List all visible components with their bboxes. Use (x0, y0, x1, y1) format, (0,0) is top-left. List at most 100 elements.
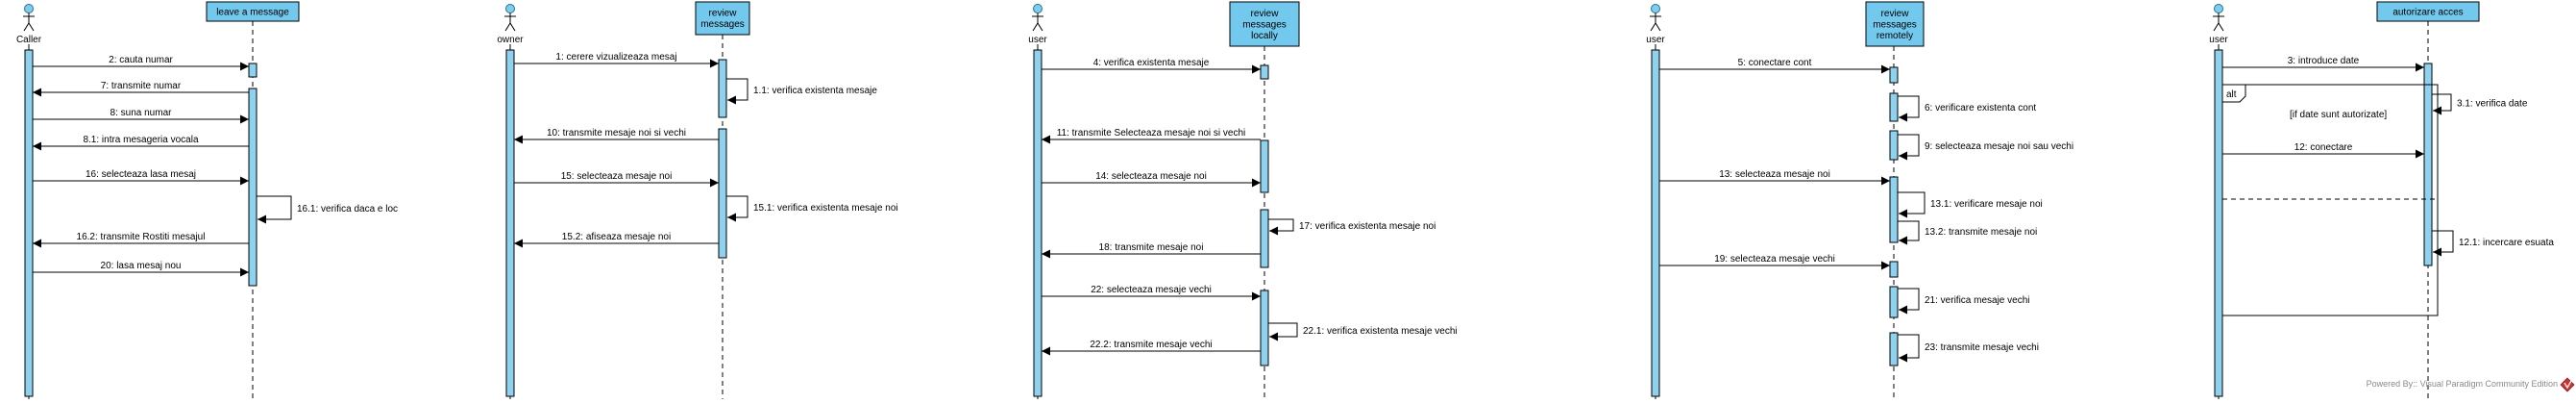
self-message-arrow (1898, 191, 1926, 218)
actor-leg-icon (23, 22, 30, 32)
activation-bar (248, 63, 258, 78)
message-label: 18: transmite mesaje noi (1099, 242, 1204, 253)
message-label: 6: verificare existenta cont (1925, 103, 2036, 114)
activation-bar (2423, 63, 2433, 266)
message-label: 22.1: verifica existenta mesaje vechi (1303, 326, 1458, 337)
message-label: 10: transmite mesaje noi si vechi (547, 128, 686, 139)
activation-bar (1260, 64, 1269, 80)
activation-bar (1651, 49, 1660, 397)
powered-by-text: Powered By:: Visual Paradigm Community E… (2367, 379, 2558, 389)
self-message-arrow (726, 195, 748, 222)
self-message-arrow (257, 195, 292, 224)
message-label: 17: verifica existenta mesaje noi (1299, 221, 1435, 232)
activation-bar (1260, 139, 1269, 193)
alt-fragment-frame (2221, 84, 2439, 316)
self-message-arrow (1268, 322, 1298, 341)
message-label: 7: transmite numar (101, 81, 182, 91)
activation-bar (1889, 332, 1899, 366)
message-label: 1: cerere vizualizeaza mesaj (555, 52, 676, 63)
logo-check-icon (2564, 380, 2572, 390)
message-label: 21: verifica mesaje vechi (1925, 295, 2030, 306)
actor-name: Caller (16, 35, 42, 45)
self-message-arrow (1898, 95, 1920, 122)
self-message-arrow (1268, 218, 1294, 236)
actor-head-icon (24, 4, 34, 13)
lifeline-name: remotely (1877, 31, 1913, 41)
activation-bar (505, 49, 515, 397)
actor-name: user (1646, 35, 1665, 45)
message-label: 20: lasa mesaj nou (101, 261, 182, 271)
message-label: 2: cauta numar (109, 55, 173, 65)
message-label: 12: conectare (2294, 142, 2353, 153)
activation-bar (248, 88, 258, 287)
activation-bar (1889, 66, 1899, 84)
message-label: 16.1: verifica daca e loc (297, 204, 398, 215)
activation-bar (1889, 130, 1899, 161)
footer: Powered By:: Visual Paradigm Community E… (2367, 377, 2575, 392)
lifeline-name: locally (1251, 31, 1278, 41)
activation-bar (1260, 290, 1269, 366)
lifeline-name: leave a message (216, 7, 289, 17)
actor-head-icon (1033, 4, 1043, 13)
message-label: 5: conectare cont (1738, 58, 1812, 68)
lifeline-name: review (709, 9, 738, 19)
lifeline-box (695, 1, 750, 36)
activation-bar (1889, 176, 1899, 243)
message-label: 22: selecteaza mesaje vechi (1091, 285, 1212, 295)
lifeline-name: messages (1242, 19, 1287, 30)
message-label: 3.1: verifica date (2457, 99, 2528, 110)
message-label: 15: selecteaza mesaje noi (561, 171, 673, 182)
self-message-arrow (1898, 288, 1920, 315)
message-label: 1.1: verifica existenta mesaje (753, 86, 877, 96)
message-label: 15.1: verifica existenta mesaje noi (753, 203, 898, 214)
lifeline-name: messages (700, 19, 745, 30)
self-message-arrow (1898, 220, 1920, 245)
self-message-arrow (726, 78, 748, 105)
visual-paradigm-logo-icon (2560, 377, 2575, 392)
message-label: 19: selecteaza mesaje vechi (1714, 254, 1835, 265)
actor-leg-icon (2218, 22, 2224, 32)
message-label: 3: introduce date (2288, 56, 2360, 66)
activation-bar (24, 49, 34, 397)
actor-leg-icon (1650, 22, 1656, 32)
actor-leg-icon (28, 22, 35, 32)
message-label: 9: selecteaza mesaje noi sau vechi (1925, 141, 2073, 152)
alt-guard: [if date sunt autorizate] (2290, 110, 2387, 120)
actor-head-icon (505, 4, 515, 13)
actor-leg-icon (1032, 22, 1039, 32)
alt-fragment-tab (2221, 84, 2246, 103)
message-label: 11: transmite Selecteaza mesaje noi si v… (1057, 128, 1246, 139)
alt-label: alt (2226, 89, 2237, 100)
lifeline-box (1229, 1, 1300, 47)
message-label: 4: verifica existenta mesaje (1093, 58, 1210, 68)
actor-name: user (1028, 35, 1047, 45)
lifeline-name: review (1881, 9, 1910, 19)
activation-bar (1260, 209, 1269, 268)
message-label: 13.1: verificare mesaje noi (1930, 199, 2043, 210)
message-label: 15.2: afiseaza mesaje noi (562, 232, 671, 242)
activation-bar (718, 128, 727, 259)
actor-leg-icon (2213, 22, 2220, 32)
activation-bar (2214, 49, 2223, 397)
activation-bar (1889, 261, 1899, 278)
activation-bar (1889, 286, 1899, 318)
actor-head-icon (1651, 4, 1660, 13)
actor-name: user (2209, 35, 2228, 45)
actor-leg-icon (504, 22, 511, 32)
message-label: 23: transmite mesaje vechi (1925, 342, 2039, 353)
activation-bar (1889, 92, 1899, 122)
actor-leg-icon (1655, 22, 1661, 32)
self-message-arrow (2432, 93, 2452, 115)
lifeline-box (1865, 1, 1925, 47)
self-message-arrow (2432, 230, 2454, 257)
message-label: 8.1: intra mesageria vocala (83, 135, 199, 145)
message-label: 14: selecteaza mesaje noi (1095, 171, 1207, 182)
self-message-arrow (1898, 334, 1920, 363)
message-label: 12.1: incercare esuata (2459, 238, 2554, 248)
message-label: 8: suna numar (110, 108, 173, 118)
activation-bar (1033, 49, 1043, 397)
actor-leg-icon (1037, 22, 1043, 32)
message-label: 22.2: transmite mesaje vechi (1090, 340, 1212, 350)
